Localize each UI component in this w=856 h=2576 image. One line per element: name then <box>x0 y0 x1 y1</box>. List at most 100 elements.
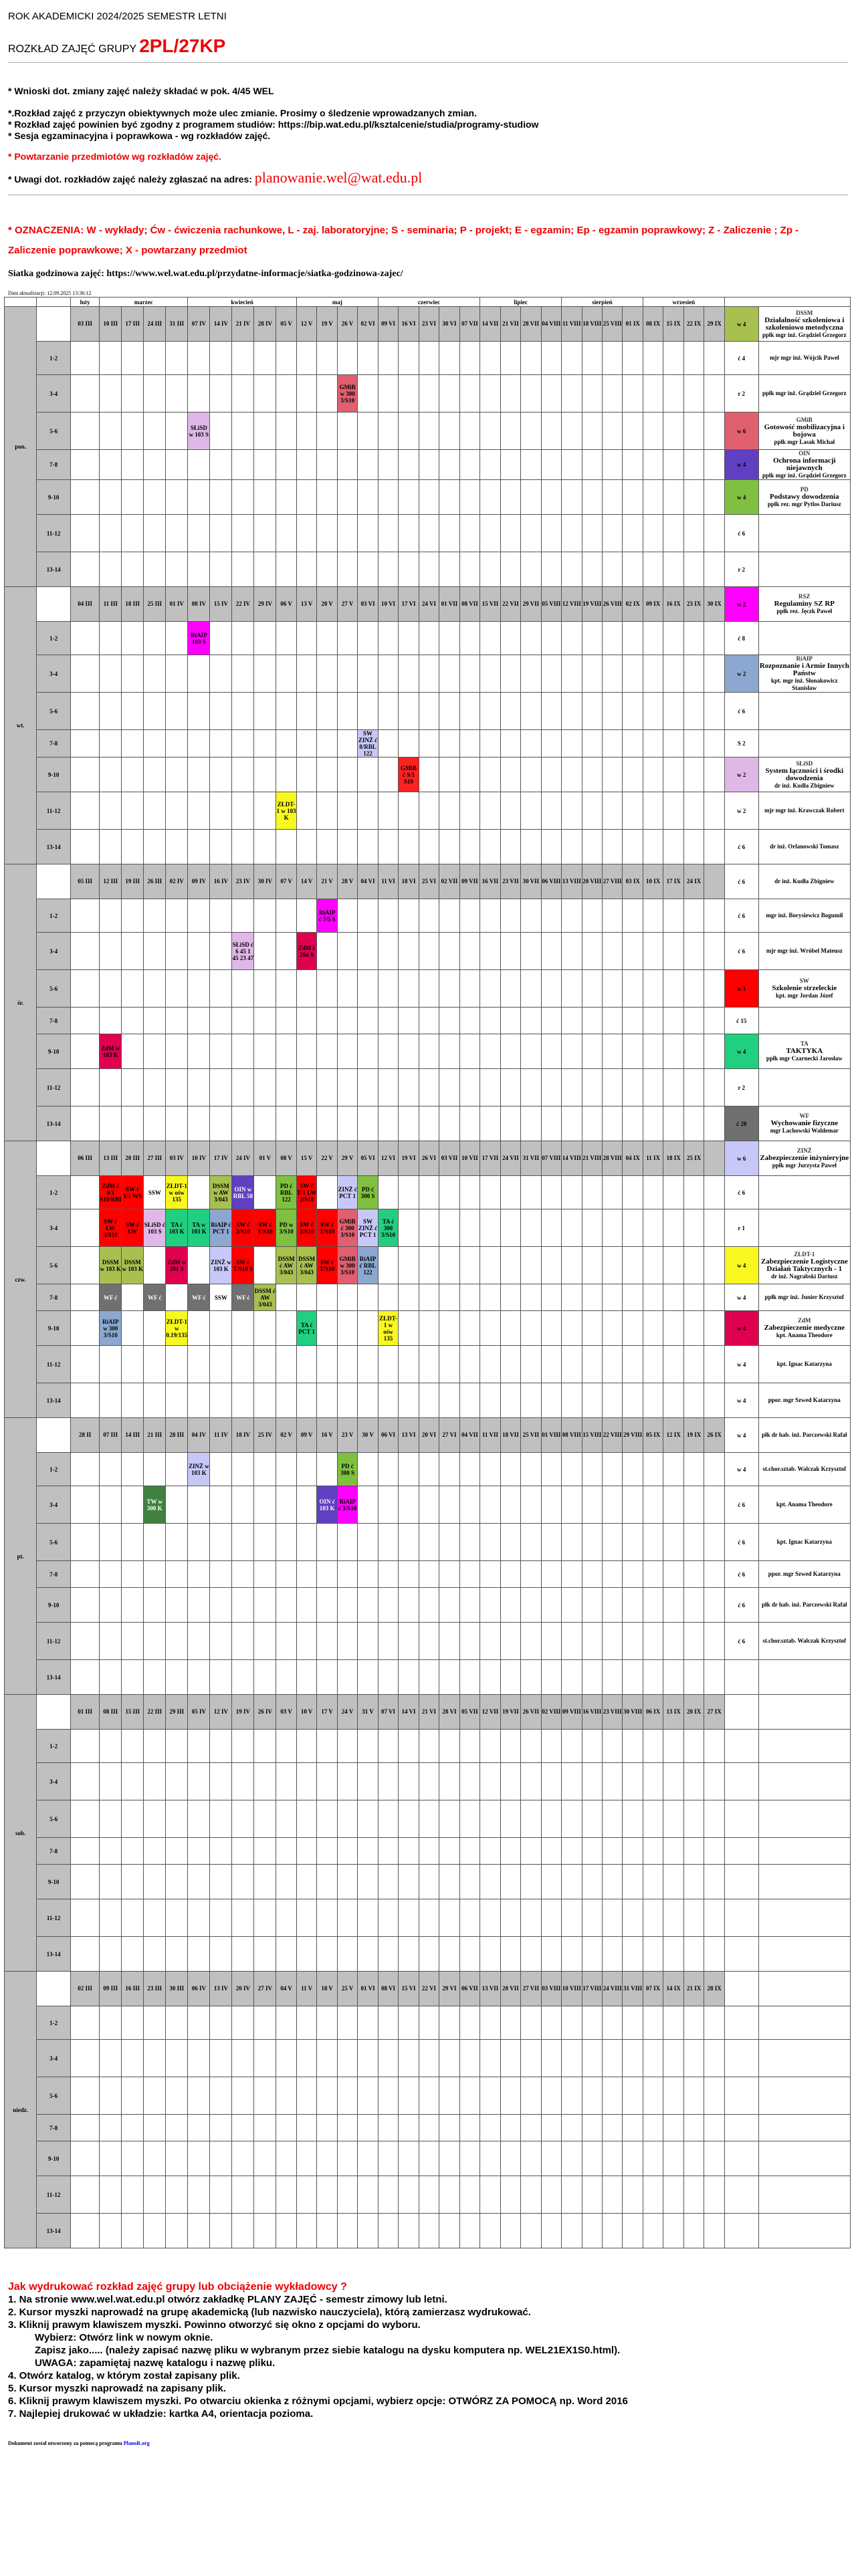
empty-cell <box>165 1622 189 1660</box>
class-cell[interactable]: SW ć T/1 LW 3/S10 <box>296 1175 318 1209</box>
class-cell[interactable]: ZINŻ w 103 K <box>187 1452 211 1486</box>
class-cell[interactable]: RiAIP ć 7/5 S <box>316 899 338 933</box>
class-cell[interactable]: OIN w RBL 58 <box>231 1175 255 1209</box>
class-cell[interactable]: WF ć <box>99 1284 122 1311</box>
date-header: 09 VI <box>377 306 399 342</box>
class-cell[interactable]: DSSM w AW 3/043 <box>209 1175 233 1209</box>
class-cell[interactable]: ZŁDT-1 w 103 K <box>276 792 297 830</box>
class-cell[interactable]: GMiB w 300 3/S10 <box>336 374 358 413</box>
empty-cell <box>231 1864 255 1899</box>
empty-cell <box>316 514 338 552</box>
date-header: 31 VII <box>520 1141 542 1176</box>
class-cell[interactable]: ZINŻ w 103 K <box>209 1246 233 1284</box>
empty-cell <box>479 1345 501 1383</box>
class-cell[interactable]: SW ć T/S10 <box>316 1246 338 1284</box>
empty-cell <box>642 1729 664 1763</box>
contact-email[interactable]: planowanie.wel@wat.edu.pl <box>254 169 423 186</box>
empty-cell <box>683 757 705 792</box>
class-cell[interactable]: RiAIP w 300 3/S10 <box>99 1310 122 1346</box>
date-header: 07 III <box>99 1417 122 1453</box>
empty-cell <box>439 1452 460 1486</box>
class-cell[interactable]: PD ć 300 S <box>357 1175 379 1209</box>
time-grid-link[interactable]: Siatka godzinowa zajęć: https://www.wel.… <box>8 269 403 279</box>
class-cell[interactable]: SW ZINŻ ć PCT 1 <box>357 1209 379 1247</box>
class-cell[interactable]: DSSM ć AW 3/043 <box>253 1284 277 1311</box>
class-cell[interactable]: TA ć 103 K <box>165 1209 189 1247</box>
class-cell[interactable]: SW ć LW 3/S10 <box>99 1209 122 1247</box>
class-cell[interactable]: WF ć <box>143 1284 167 1311</box>
class-cell[interactable]: DSSM ć AW 3/043 <box>296 1246 318 1284</box>
empty-cell <box>99 969 122 1008</box>
class-cell[interactable]: TW w 300 K <box>143 1486 167 1524</box>
class-cell[interactable]: SW ć T/S10 S <box>231 1246 255 1284</box>
class-cell[interactable]: DSSM ć AW 3/043 <box>276 1246 297 1284</box>
empty-cell <box>165 899 189 933</box>
subject-form: r 2 <box>724 1068 759 1106</box>
class-cell[interactable]: RiAIP ć PCT 1 <box>209 1209 233 1247</box>
class-cell[interactable]: GMiB ć 300 3/S10 <box>336 1209 358 1247</box>
class-cell[interactable]: TA ć PCT 1 <box>296 1310 318 1346</box>
empty-cell <box>377 729 399 757</box>
class-cell[interactable]: RiAIP 103 S <box>187 621 211 655</box>
class-cell[interactable]: DSSM w 103 K <box>99 1246 122 1284</box>
class-cell[interactable]: ZŁDT-1 w 0.19/135 <box>165 1310 189 1346</box>
empty-cell <box>253 692 277 730</box>
empty-cell <box>187 1622 211 1660</box>
class-cell[interactable]: ZŁDT-1 w ośw 135 <box>165 1175 189 1209</box>
class-cell[interactable]: TA ć 300 3/S10 <box>377 1209 399 1247</box>
class-cell[interactable]: SW ć T/S10 <box>253 1209 277 1247</box>
empty-cell <box>187 2077 211 2115</box>
class-cell[interactable]: SSW <box>143 1175 167 1209</box>
class-cell[interactable]: SW ć T/S10 <box>316 1209 338 1247</box>
class-cell[interactable]: SŁiSD w 103 S <box>187 412 211 450</box>
class-cell[interactable]: RiAIP ć RBL 122 <box>357 1246 379 1284</box>
empty-cell <box>602 2141 623 2176</box>
generator-link[interactable]: PlanoR.org <box>123 2440 150 2446</box>
empty-cell <box>500 1284 522 1311</box>
class-cell[interactable]: PD w 3/S10 <box>276 1209 297 1247</box>
class-cell[interactable]: SŁiSD ć 103 S <box>143 1209 167 1247</box>
class-cell[interactable]: PD ć RBL 122 <box>276 1175 297 1209</box>
empty-cell <box>418 1246 440 1284</box>
empty-cell <box>165 1560 189 1588</box>
class-cell[interactable]: PD ć 300 S <box>336 1452 358 1486</box>
class-cell[interactable]: SW ZINŻ ć 8/RBL 122 <box>357 729 379 757</box>
empty-cell <box>70 2039 100 2077</box>
class-cell[interactable]: ZINŻ ć PCT 1 <box>336 1175 358 1209</box>
empty-cell <box>500 1622 522 1660</box>
class-cell[interactable]: OIN ć 103 K <box>316 1486 338 1524</box>
class-cell[interactable]: SW ć LW <box>121 1209 144 1247</box>
empty-cell <box>165 1659 189 1695</box>
empty-cell <box>683 1284 705 1311</box>
empty-cell <box>143 2077 167 2115</box>
class-cell[interactable]: RiAIP ć 3/S10 <box>336 1486 358 1524</box>
class-cell[interactable]: GMiB ć S/1 S10 <box>398 757 419 792</box>
class-cell[interactable]: TA w 103 K <box>187 1209 211 1247</box>
empty-cell <box>276 655 297 693</box>
class-cell[interactable]: SW ć 3/S10 <box>296 1209 318 1247</box>
class-cell[interactable]: WF ć <box>231 1284 255 1311</box>
class-cell[interactable]: SŁiSD ć 6 45 1 45 23 47 <box>231 932 255 970</box>
empty-cell <box>357 692 379 730</box>
class-cell[interactable]: SW ć 3/S10 <box>231 1209 255 1247</box>
class-cell[interactable]: WF ć <box>187 1284 211 1311</box>
date-header: 19 III <box>121 864 144 899</box>
empty-cell <box>357 932 379 970</box>
empty-cell <box>663 1936 684 1972</box>
empty-cell <box>622 1209 643 1247</box>
class-cell[interactable]: SSW <box>209 1284 233 1311</box>
date-header: 16 III <box>121 1971 144 2006</box>
class-cell[interactable]: ZŁDT-1 w ośw 135 <box>377 1310 399 1346</box>
empty-cell <box>683 1587 705 1623</box>
empty-cell <box>581 2141 603 2176</box>
class-cell[interactable]: SW ć 1/1 WS <box>121 1175 144 1209</box>
subject-info: dr inż. Orlanowski Tomasz <box>758 829 851 864</box>
class-cell[interactable]: ZdM ć 204 S <box>296 932 318 970</box>
class-cell[interactable]: ZdM ć S/1 S10/RBL <box>99 1175 122 1209</box>
empty-cell <box>520 1659 542 1695</box>
class-cell[interactable]: DSSM w 103 K <box>121 1246 144 1284</box>
class-cell[interactable]: ZdM w 201 S <box>165 1246 189 1284</box>
class-cell[interactable]: ZdM w 103 K <box>99 1034 122 1069</box>
class-cell[interactable]: GMiB w 300 3/S10 <box>336 1246 358 1284</box>
